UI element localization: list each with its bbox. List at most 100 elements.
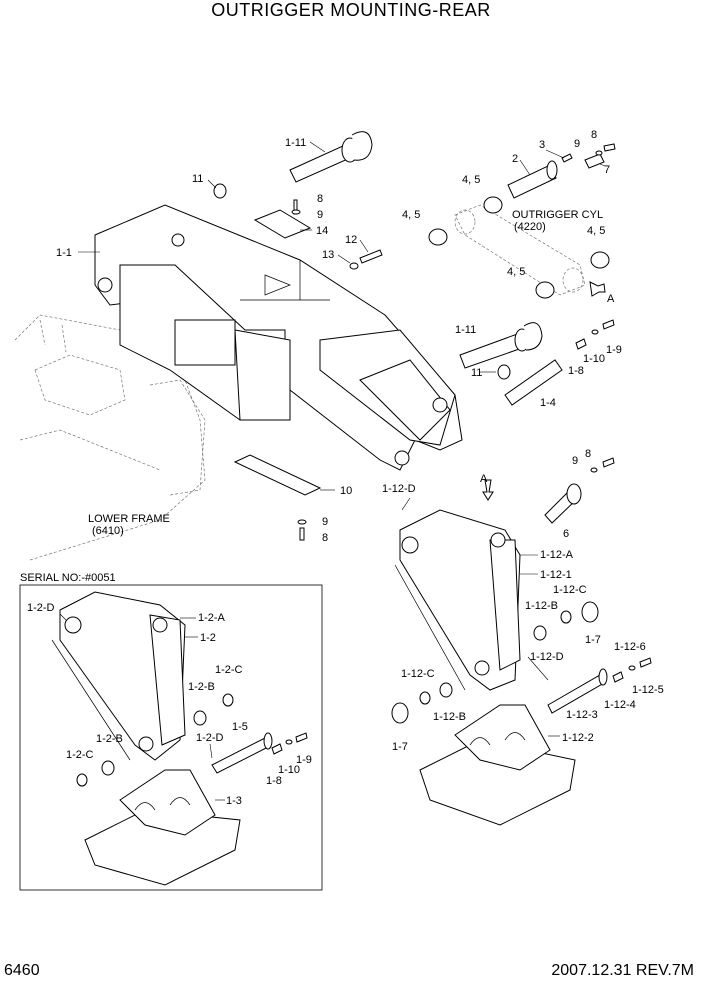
callout: 1-5 bbox=[232, 721, 248, 733]
callout: 1-1 bbox=[56, 247, 72, 259]
callout: 1-11 bbox=[285, 137, 306, 149]
washer-9-lower bbox=[297, 519, 307, 525]
washer-9-link bbox=[590, 467, 598, 473]
washer-9-cyl bbox=[595, 150, 603, 156]
pin-2-head bbox=[546, 160, 558, 180]
callout: 1-12-3 bbox=[566, 709, 598, 721]
inset-lock-plate-1-8 bbox=[271, 743, 283, 755]
callout: 14 bbox=[316, 225, 328, 237]
callout: 2 bbox=[512, 153, 518, 165]
inset-pin-1-5-head bbox=[263, 732, 273, 750]
callout: 9 bbox=[574, 138, 580, 150]
outrigger-cyl-note: OUTRIGGER CYL bbox=[512, 209, 603, 221]
bushing-1-12-b-2 bbox=[439, 682, 453, 698]
inset-washer-1-10 bbox=[285, 739, 293, 745]
callout: 9 bbox=[322, 516, 328, 528]
revision-date: 2007.12.31 REV.7M bbox=[551, 962, 694, 979]
callout: 1-9 bbox=[606, 344, 622, 356]
callout: 1-10 bbox=[583, 353, 605, 365]
view-a-arrow-upper bbox=[589, 281, 606, 297]
seal-4-5-b bbox=[483, 196, 503, 214]
view-a-label-upper: A bbox=[607, 293, 615, 305]
callout: 1-8 bbox=[568, 365, 584, 377]
outrigger-cyl-ref: (4220) bbox=[514, 221, 546, 233]
view-a-label-lower: A bbox=[480, 473, 488, 485]
serial-inset-frame bbox=[19, 584, 323, 891]
callout: 1-2-B bbox=[96, 733, 123, 745]
inset-link-assembly bbox=[51, 591, 186, 761]
callout: 1-2-B bbox=[188, 681, 215, 693]
callout: 1-12-6 bbox=[614, 641, 646, 653]
washer-1-12-5 bbox=[628, 665, 636, 671]
outrigger-cylinder bbox=[454, 204, 586, 296]
seal-4-5-d bbox=[535, 281, 555, 299]
lock-plate-1-12-4 bbox=[612, 671, 624, 683]
callout: 1-7 bbox=[585, 634, 601, 646]
callout: 11 bbox=[471, 367, 482, 379]
inset-bolt-1-9 bbox=[295, 732, 308, 743]
callout: 4, 5 bbox=[402, 209, 420, 221]
callout: 1-12-D bbox=[530, 651, 564, 663]
grease-fitting-3 bbox=[561, 153, 573, 163]
callout: 8 bbox=[317, 193, 323, 205]
serial-label: SERIAL NO:-#0051 bbox=[20, 572, 116, 584]
callout: 1-7 bbox=[392, 741, 408, 753]
plate-10 bbox=[233, 454, 322, 496]
outrigger-link-assembly bbox=[394, 509, 521, 691]
bolt-8-link bbox=[602, 457, 615, 468]
callout: 1-12-C bbox=[401, 668, 435, 680]
seal-1-12-c-2 bbox=[419, 691, 431, 705]
bushing-11-lower bbox=[497, 364, 511, 380]
seal-4-5-c bbox=[590, 251, 610, 269]
callout: 9 bbox=[317, 209, 323, 221]
page-title: OUTRIGGER MOUNTING-REAR bbox=[211, 0, 491, 20]
inset-seal-1-2-c-2 bbox=[76, 773, 88, 787]
callout: 6 bbox=[563, 528, 569, 540]
pin-6-head bbox=[566, 483, 582, 505]
callout: 11 bbox=[192, 173, 203, 185]
inset-bushing-1-2-b bbox=[193, 710, 207, 726]
pin-2 bbox=[507, 164, 557, 199]
bolt-12 bbox=[359, 249, 383, 264]
callout: 1-12-B bbox=[433, 711, 466, 723]
callout: 1-12-4 bbox=[604, 699, 636, 711]
bolt-1-12-6 bbox=[639, 657, 652, 668]
plate-14 bbox=[253, 209, 312, 239]
callout: 3 bbox=[539, 139, 545, 151]
pin-1-4 bbox=[504, 359, 563, 406]
pin-1-12-3 bbox=[547, 674, 605, 714]
callout: 7 bbox=[604, 164, 610, 176]
lower-frame-ref: (6410) bbox=[92, 525, 124, 537]
ring-1-7-left bbox=[391, 702, 409, 724]
pin-1-11-upper bbox=[289, 131, 373, 183]
washer-1-10 bbox=[591, 329, 599, 335]
seal-1-12-c bbox=[560, 610, 572, 624]
lower-frame-outline bbox=[14, 314, 206, 561]
callout: 13 bbox=[322, 249, 334, 261]
callout: 4, 5 bbox=[587, 225, 605, 237]
lock-plate-1-8 bbox=[575, 338, 587, 350]
callout: 1-8 bbox=[266, 775, 282, 787]
outrigger-pad-1-12-2 bbox=[419, 704, 576, 826]
callout: 1-2-D bbox=[27, 602, 55, 614]
bolt-8-cyl bbox=[603, 143, 616, 152]
callout: 1-12-5 bbox=[632, 684, 664, 696]
callout: 8 bbox=[585, 448, 591, 460]
callout: 1-2-A bbox=[198, 612, 226, 624]
callout: 1-11 bbox=[455, 324, 476, 336]
callout-labels: 1-1 1-11 11 8 9 14 12 13 4, 5 3 9 8 2 7 … bbox=[20, 129, 664, 807]
pin-1-11-lower bbox=[459, 322, 543, 369]
seal-4-5-a bbox=[428, 228, 448, 246]
callout: 1-12-D bbox=[382, 483, 416, 495]
page-number: 6460 bbox=[4, 962, 40, 979]
ring-1-7-right bbox=[581, 601, 599, 623]
callout: 1-2-C bbox=[66, 749, 94, 761]
callout: 1-2-C bbox=[215, 664, 243, 676]
callout: 1-2 bbox=[200, 632, 216, 644]
main-frame-weldment bbox=[94, 204, 463, 471]
callout: 1-10 bbox=[278, 764, 300, 776]
leader-lines bbox=[59, 141, 606, 801]
callout: 8 bbox=[322, 532, 328, 544]
